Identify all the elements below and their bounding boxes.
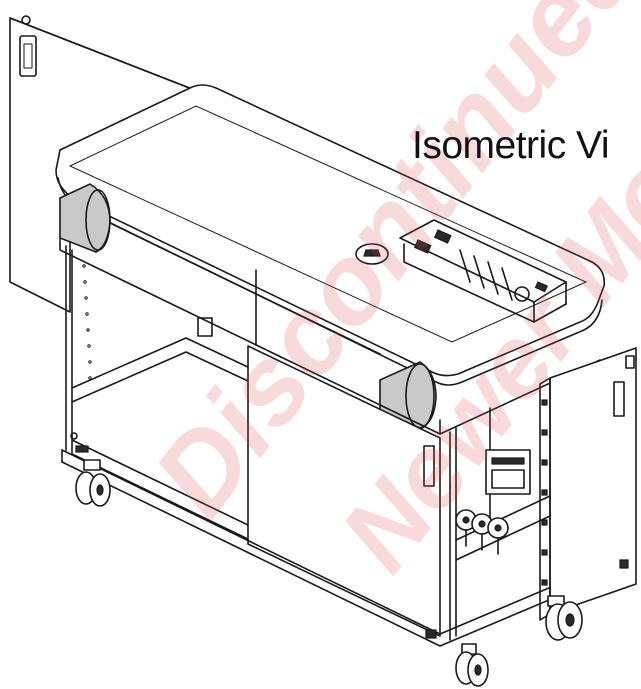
speaker-left xyxy=(59,183,111,253)
cabinet-left-bay xyxy=(65,245,251,541)
caster-front-right xyxy=(455,643,489,687)
caster-front-left xyxy=(75,459,111,507)
casters xyxy=(75,459,583,687)
control-panel xyxy=(399,219,567,323)
side-door xyxy=(539,347,637,621)
grommet xyxy=(355,243,389,265)
caster-back-right xyxy=(545,595,583,641)
view-title: Isometric Vi xyxy=(412,124,610,167)
equipment-bay xyxy=(449,407,551,641)
